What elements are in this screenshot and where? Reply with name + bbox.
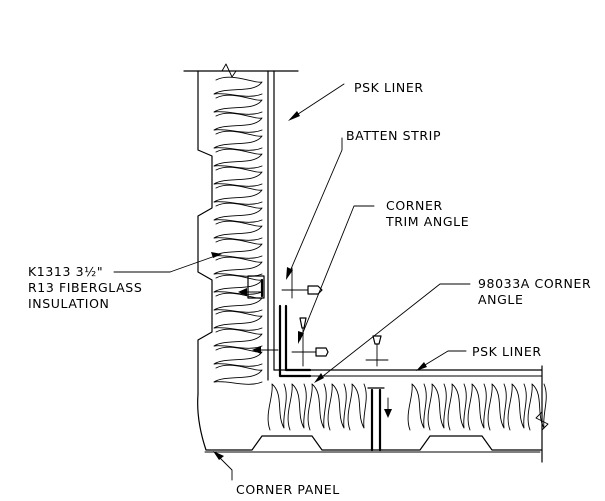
screw-icon-1 [281, 267, 323, 299]
label-corner-angle-1: 98033A CORNER [478, 276, 591, 291]
corner-trim-angle [278, 304, 312, 378]
leader-corner-trim [298, 205, 375, 344]
label-corner-panel: CORNER PANEL [236, 482, 340, 497]
horizontal-wall-panel [197, 365, 549, 463]
screw-icon-3 [291, 347, 329, 357]
horizontal-insulation [267, 383, 547, 431]
leader-corner-angle [314, 283, 471, 383]
leader-psk-liner-top [288, 83, 345, 121]
vertical-wall-panel [183, 63, 299, 395]
label-corner-trim-2: TRIM ANGLE [385, 214, 469, 229]
screw-icon-2 [299, 317, 307, 367]
label-psk-liner-right: PSK LINER [472, 344, 542, 359]
label-insulation-1: K1313 3½" [28, 264, 103, 279]
inner-arrows [238, 288, 392, 418]
label-batten-strip: BATTEN STRIP [346, 128, 441, 143]
label-psk-liner-top: PSK LINER [354, 80, 424, 95]
leader-psk-liner-right [416, 350, 467, 371]
vertical-insulation [213, 76, 263, 385]
batten-strip [247, 275, 265, 299]
leader-batten-strip [286, 137, 343, 280]
label-insulation-2: R13 FIBERGLASS [28, 280, 142, 295]
label-corner-trim-1: CORNER [386, 198, 443, 213]
label-corner-angle-2: ANGLE [478, 292, 523, 307]
label-insulation-3: INSULATION [28, 296, 109, 311]
screw-icon-4 [365, 335, 389, 367]
leader-corner-panel [213, 451, 233, 481]
leader-insulation [113, 252, 222, 273]
